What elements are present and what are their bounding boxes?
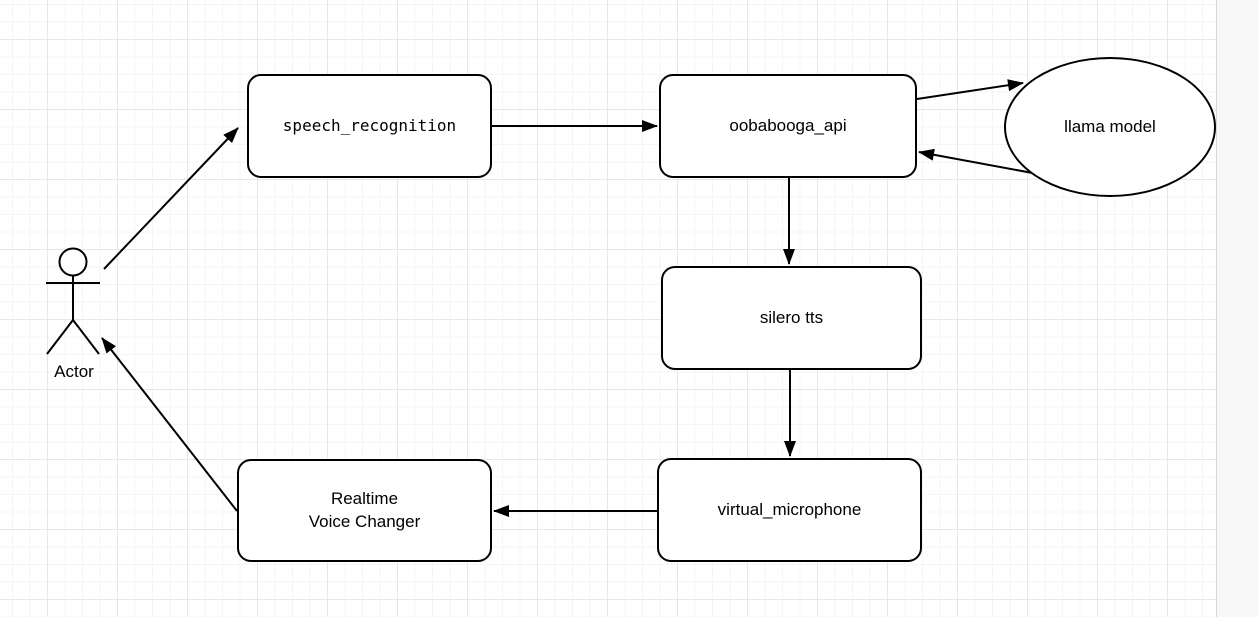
node-oobabooga-api-label: oobabooga_api bbox=[729, 115, 847, 135]
edge-llama-model-to-oobabooga-api[interactable] bbox=[918, 148, 1039, 175]
node-actor[interactable]: Actor bbox=[36, 244, 112, 390]
node-speech-recognition[interactable]: speech_recognition bbox=[247, 74, 492, 178]
edge-realtime-voice-changer-to-actor[interactable] bbox=[101, 337, 238, 512]
edge-actor-to-speech-recognition[interactable] bbox=[103, 127, 239, 270]
node-virtual-microphone[interactable]: virtual_microphone bbox=[657, 458, 922, 562]
node-virtual-microphone-label: virtual_microphone bbox=[717, 499, 862, 519]
canvas-outside-area bbox=[1216, 0, 1258, 617]
node-silero-tts-label: silero tts bbox=[759, 307, 824, 327]
node-llama-model[interactable]: llama model bbox=[1004, 57, 1216, 197]
node-speech-recognition-label: speech_recognition bbox=[282, 116, 457, 136]
node-actor-label: Actor bbox=[54, 362, 94, 381]
node-oobabooga-api[interactable]: oobabooga_api bbox=[659, 74, 917, 178]
actor-stick-figure-icon bbox=[46, 247, 100, 355]
node-llama-model-label: llama model bbox=[1064, 116, 1156, 136]
node-realtime-voice-changer-label-line1: Realtime bbox=[330, 488, 399, 508]
node-silero-tts[interactable]: silero tts bbox=[661, 266, 922, 370]
node-realtime-voice-changer[interactable]: Realtime Voice Changer bbox=[237, 459, 492, 562]
edge-oobabooga-api-to-llama-model[interactable] bbox=[916, 79, 1024, 100]
node-realtime-voice-changer-label-line2: Voice Changer bbox=[308, 511, 421, 531]
